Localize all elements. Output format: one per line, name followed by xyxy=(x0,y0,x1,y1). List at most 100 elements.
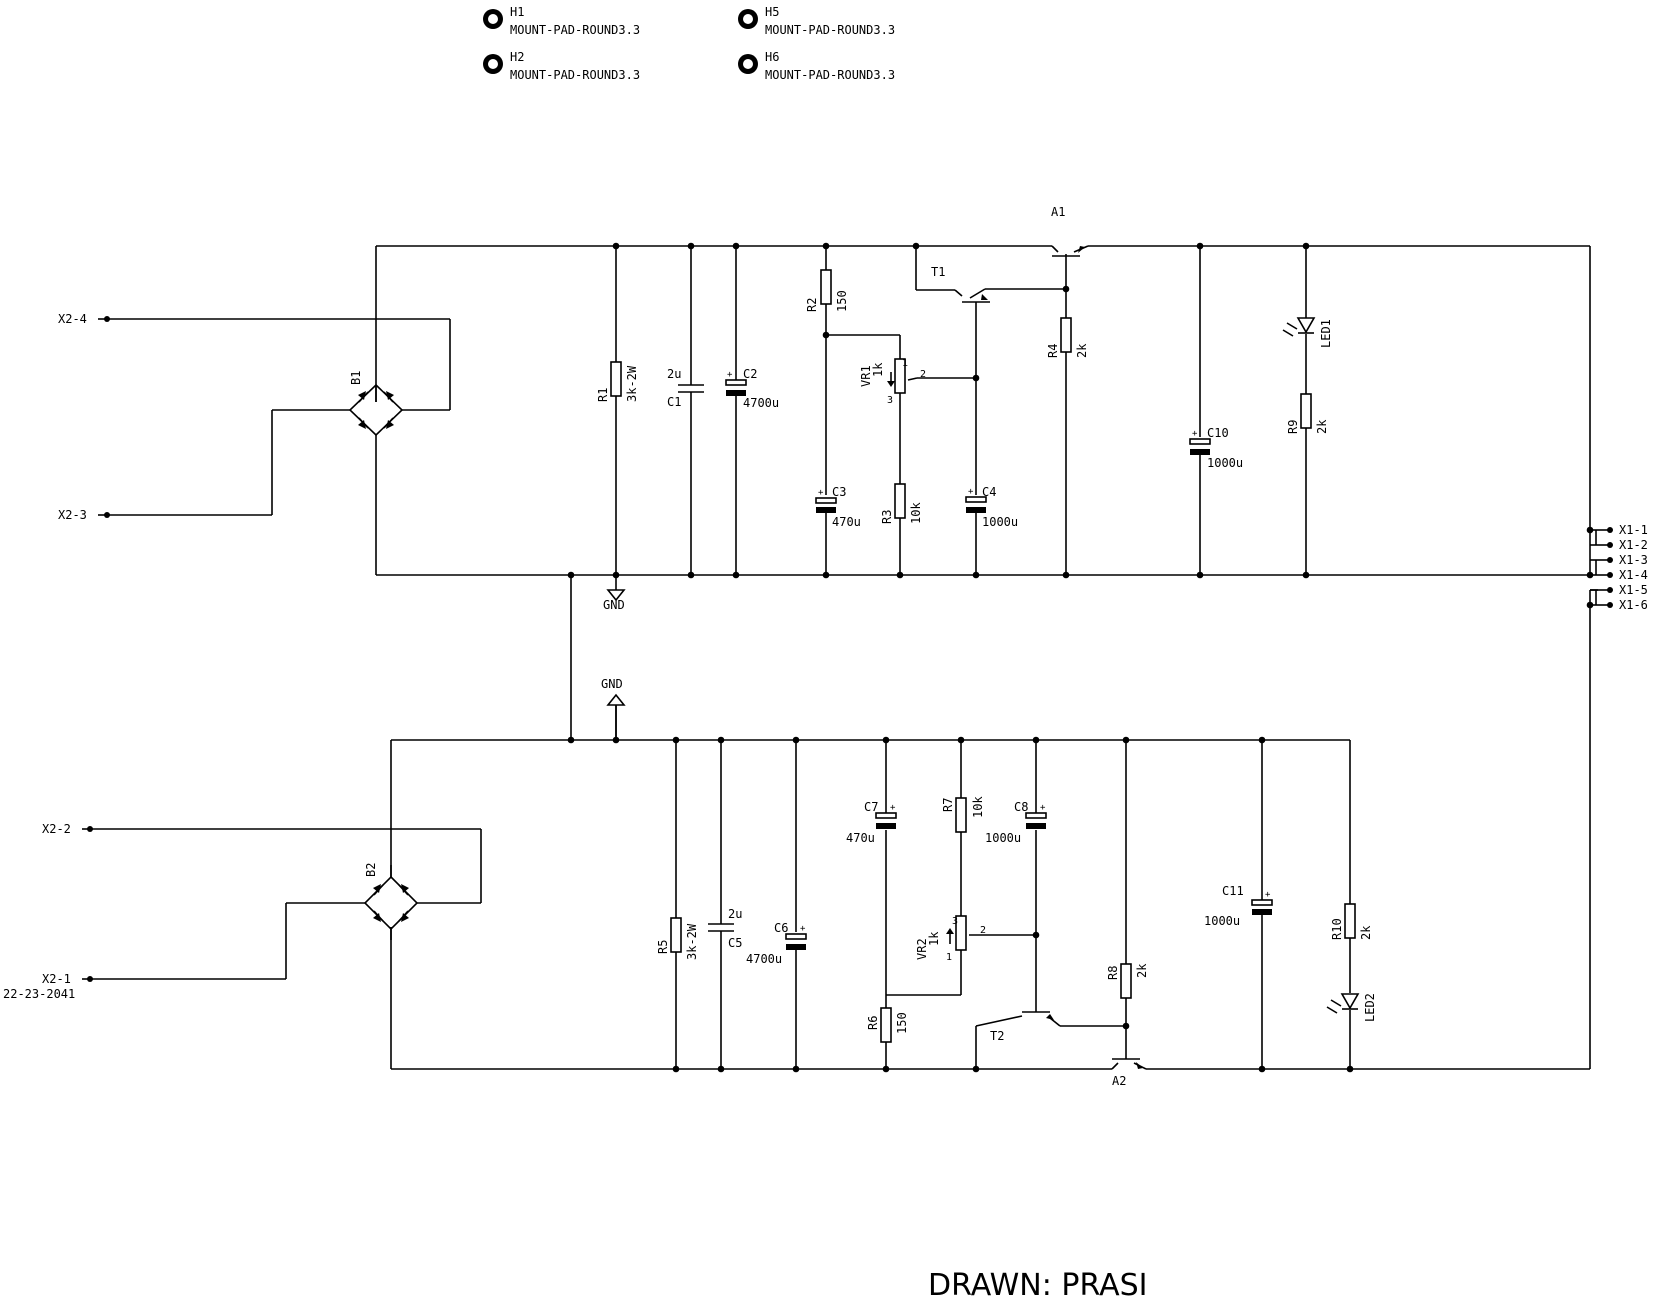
r9-value: 2k xyxy=(1315,419,1329,434)
transistor-t1: T1 xyxy=(931,265,990,306)
svg-text:+: + xyxy=(800,924,806,934)
svg-text:+: + xyxy=(818,488,824,498)
transistor-a1: A1 xyxy=(1051,205,1089,257)
resistor-r8: R8 2k xyxy=(1106,963,1149,999)
vr1-pin3: 3 xyxy=(887,395,893,406)
capacitor-c7: + C7 470u xyxy=(846,800,897,845)
resistor-r5: R5 3k-2W xyxy=(656,917,699,960)
vr2-pin3: 3 xyxy=(952,916,958,927)
x2-4-label: X2-4 xyxy=(58,312,87,326)
capacitor-c1: 2u C1 xyxy=(667,367,704,409)
h5-ref: H5 xyxy=(765,5,779,19)
a1-label: A1 xyxy=(1051,205,1065,219)
vr1-ref: VR1 xyxy=(859,365,873,387)
c8-ref: C8 xyxy=(1014,800,1028,814)
h2-value: MOUNT-PAD-ROUND3.3 xyxy=(510,68,640,82)
vr2-ref: VR2 xyxy=(915,938,929,960)
r6-ref: R6 xyxy=(866,1016,880,1030)
c10-ref: C10 xyxy=(1207,426,1229,440)
c11-value: 1000u xyxy=(1204,914,1240,928)
led-led1: LED1 xyxy=(1282,317,1333,348)
svg-text:+: + xyxy=(727,370,733,380)
svg-text:+: + xyxy=(968,487,974,497)
output-connector-x1: X1-1 X1-2 X1-3 X1-4 X1-5 X1-6 xyxy=(1590,523,1648,612)
r9-ref: R9 xyxy=(1286,420,1300,434)
led2-label: LED2 xyxy=(1363,993,1377,1022)
led-led2: LED2 xyxy=(1326,993,1377,1022)
r1-value: 3k-2W xyxy=(625,365,639,402)
resistor-r2: R2 150 xyxy=(805,269,849,312)
r4-ref: R4 xyxy=(1046,344,1060,358)
resistor-r9: R9 2k xyxy=(1286,393,1329,434)
x1-5-label: X1-5 xyxy=(1619,583,1648,597)
b1-label: B1 xyxy=(349,371,363,385)
resistor-r10: R10 2k xyxy=(1330,903,1373,940)
r5-value: 3k-2W xyxy=(685,923,699,960)
capacitor-c10: + C10 1000u xyxy=(1189,426,1243,470)
r10-value: 2k xyxy=(1359,925,1373,940)
svg-text:+: + xyxy=(1265,890,1271,900)
capacitor-c3: + C3 470u xyxy=(815,485,861,529)
r2-ref: R2 xyxy=(805,298,819,312)
capacitor-c8: + C8 1000u xyxy=(985,800,1047,845)
capacitor-c6: + C6 4700u xyxy=(746,921,807,966)
c2-value: 4700u xyxy=(743,396,779,410)
c3-ref: C3 xyxy=(832,485,846,499)
resistor-r3: R3 10k xyxy=(880,483,923,524)
x2-part-label: 22-23-2041 xyxy=(3,987,75,1001)
r1-ref: R1 xyxy=(596,388,610,402)
transistor-t2: T2 xyxy=(990,1006,1054,1043)
r7-value: 10k xyxy=(971,796,985,818)
x1-6-label: X1-6 xyxy=(1619,598,1648,612)
x2-2-label: X2-2 xyxy=(42,822,71,836)
x1-3-label: X1-3 xyxy=(1619,553,1648,567)
resistor-r4: R4 2k xyxy=(1046,317,1089,358)
c2-ref: C2 xyxy=(743,367,757,381)
svg-text:+: + xyxy=(1040,803,1046,813)
transistor-a2: A2 xyxy=(1111,1058,1147,1088)
vr1-pin1: 1 xyxy=(902,358,908,369)
r3-ref: R3 xyxy=(880,510,894,524)
lower-wiring xyxy=(93,589,1598,1070)
r6-value: 150 xyxy=(895,1012,909,1034)
gnd-symbol-lower: GND xyxy=(601,677,626,706)
c10-value: 1000u xyxy=(1207,456,1243,470)
x2-1-label: X2-1 xyxy=(42,972,71,986)
r5-ref: R5 xyxy=(656,940,670,954)
resistor-r7: R7 10k xyxy=(941,796,985,833)
c4-ref: C4 xyxy=(982,485,996,499)
r7-ref: R7 xyxy=(941,798,955,812)
mount-pad-h2: H2 MOUNT-PAD-ROUND3.3 xyxy=(483,50,640,82)
h1-value: MOUNT-PAD-ROUND3.3 xyxy=(510,23,640,37)
bridge-rectifier-b2: B2 xyxy=(363,863,419,940)
c7-ref: C7 xyxy=(864,800,878,814)
c6-ref: C6 xyxy=(774,921,788,935)
r3-value: 10k xyxy=(909,502,923,524)
h6-ref: H6 xyxy=(765,50,779,64)
x1-4-label: X1-4 xyxy=(1619,568,1648,582)
c1-value: 2u xyxy=(667,367,681,381)
mount-pad-h5: H5 MOUNT-PAD-ROUND3.3 xyxy=(738,5,895,37)
c1-ref: C1 xyxy=(667,395,681,409)
resistor-r1: R1 3k-2W xyxy=(596,361,639,402)
r8-value: 2k xyxy=(1135,963,1149,978)
x1-1-label: X1-1 xyxy=(1619,523,1648,537)
c4-value: 1000u xyxy=(982,515,1018,529)
c5-value: 2u xyxy=(728,907,742,921)
capacitor-c4: + C4 1000u xyxy=(965,485,1018,529)
capacitor-c5: 2u C5 xyxy=(708,907,742,950)
vr2-pin1: 1 xyxy=(946,952,952,963)
c6-value: 4700u xyxy=(746,952,782,966)
c5-ref: C5 xyxy=(728,936,742,950)
upper-wiring xyxy=(110,245,1591,740)
gnd-upper-label: GND xyxy=(603,598,625,612)
x1-2-label: X1-2 xyxy=(1619,538,1648,552)
resistor-r6: R6 150 xyxy=(866,1007,909,1043)
vr2-value: 1k xyxy=(927,931,941,946)
gnd-symbol-upper: GND xyxy=(603,588,626,612)
h6-value: MOUNT-PAD-ROUND3.3 xyxy=(765,68,895,82)
gnd-lower-label: GND xyxy=(601,677,623,691)
svg-text:+: + xyxy=(1192,429,1198,439)
r4-value: 2k xyxy=(1075,343,1089,358)
potentiometer-vr1: VR1 1k 1 2 3 xyxy=(859,358,926,406)
